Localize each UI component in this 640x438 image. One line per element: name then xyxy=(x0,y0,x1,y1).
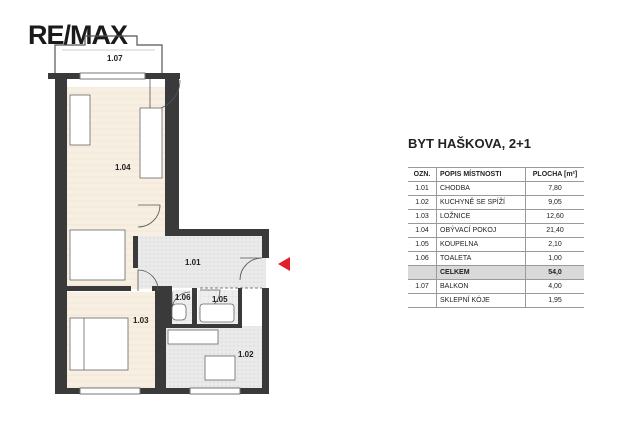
room-label-1.05: 1.05 xyxy=(212,295,228,304)
table-row: 1.06 TOALETA 1,00 xyxy=(408,251,584,266)
balcony-1.07 xyxy=(54,35,163,73)
kitchen-counter xyxy=(167,329,219,345)
row-id: 1.05 xyxy=(408,237,437,252)
room-label-1.02: 1.02 xyxy=(238,350,254,359)
row-area: 9,05 xyxy=(525,195,584,210)
row-area: 1,95 xyxy=(525,293,584,308)
table-total-row: CELKEM 54,0 xyxy=(408,265,584,280)
table-row: 1.07 BALKON 4,00 xyxy=(408,279,584,294)
floor-hallway xyxy=(138,236,266,288)
row-area: 1,00 xyxy=(525,251,584,266)
header-id: OZN. xyxy=(408,167,437,182)
bed-living xyxy=(69,229,126,281)
windows xyxy=(79,72,241,395)
room-label-1.07: 1.07 xyxy=(107,54,123,63)
table-header-row: OZN. POPIS MÍSTNOSTI PLOCHA [m²] xyxy=(408,167,584,182)
row-name: KUCHYNĚ SE SPÍŽÍ xyxy=(436,195,526,210)
room-label-1.03: 1.03 xyxy=(133,316,149,325)
total-name: CELKEM xyxy=(436,265,526,280)
row-id xyxy=(408,293,437,308)
table-row: 1.03 LOŽNICE 12,60 xyxy=(408,209,584,224)
table-row: 1.05 KOUPELNA 2,10 xyxy=(408,237,584,252)
dining-table xyxy=(204,355,236,381)
row-id: 1.03 xyxy=(408,209,437,224)
apartment-title: BYT HAŠKOVA, 2+1 xyxy=(408,136,531,151)
row-id: 1.02 xyxy=(408,195,437,210)
row-name: SKLEPNÍ KÓJE xyxy=(436,293,526,308)
entry-arrow-icon xyxy=(278,257,290,271)
room-area-table: OZN. POPIS MÍSTNOSTI PLOCHA [m²] 1.01 CH… xyxy=(408,167,584,308)
bathtub xyxy=(199,303,235,323)
row-name: CHODBA xyxy=(436,181,526,196)
header-name: POPIS MÍSTNOSTI xyxy=(436,167,526,182)
row-name: KOUPELNA xyxy=(436,237,526,252)
furniture xyxy=(69,94,236,381)
row-area: 4,00 xyxy=(525,279,584,294)
row-name: LOŽNICE xyxy=(436,209,526,224)
row-id: 1.04 xyxy=(408,223,437,238)
table-row: SKLEPNÍ KÓJE 1,95 xyxy=(408,293,584,308)
row-id: 1.06 xyxy=(408,251,437,266)
room-label-1.04: 1.04 xyxy=(115,163,131,172)
row-id: 1.01 xyxy=(408,181,437,196)
header-area: PLOCHA [m²] xyxy=(525,167,584,182)
table-row: 1.04 OBÝVACÍ POKOJ 21,40 xyxy=(408,223,584,238)
sofa xyxy=(69,94,91,146)
total-id xyxy=(408,265,437,280)
row-name: OBÝVACÍ POKOJ xyxy=(436,223,526,238)
room-label-1.06: 1.06 xyxy=(175,293,191,302)
room-label-1.01: 1.01 xyxy=(185,258,201,267)
row-area: 12,60 xyxy=(525,209,584,224)
table-row: 1.01 CHODBA 7,80 xyxy=(408,181,584,196)
row-id: 1.07 xyxy=(408,279,437,294)
bed-double xyxy=(69,317,129,371)
row-name: TOALETA xyxy=(436,251,526,266)
row-name: BALKON xyxy=(436,279,526,294)
wardrobe xyxy=(139,107,163,179)
toilet xyxy=(171,303,187,321)
row-area: 2,10 xyxy=(525,237,584,252)
table-row: 1.02 KUCHYNĚ SE SPÍŽÍ 9,05 xyxy=(408,195,584,210)
total-area: 54,0 xyxy=(525,265,584,280)
row-area: 7,80 xyxy=(525,181,584,196)
row-area: 21,40 xyxy=(525,223,584,238)
